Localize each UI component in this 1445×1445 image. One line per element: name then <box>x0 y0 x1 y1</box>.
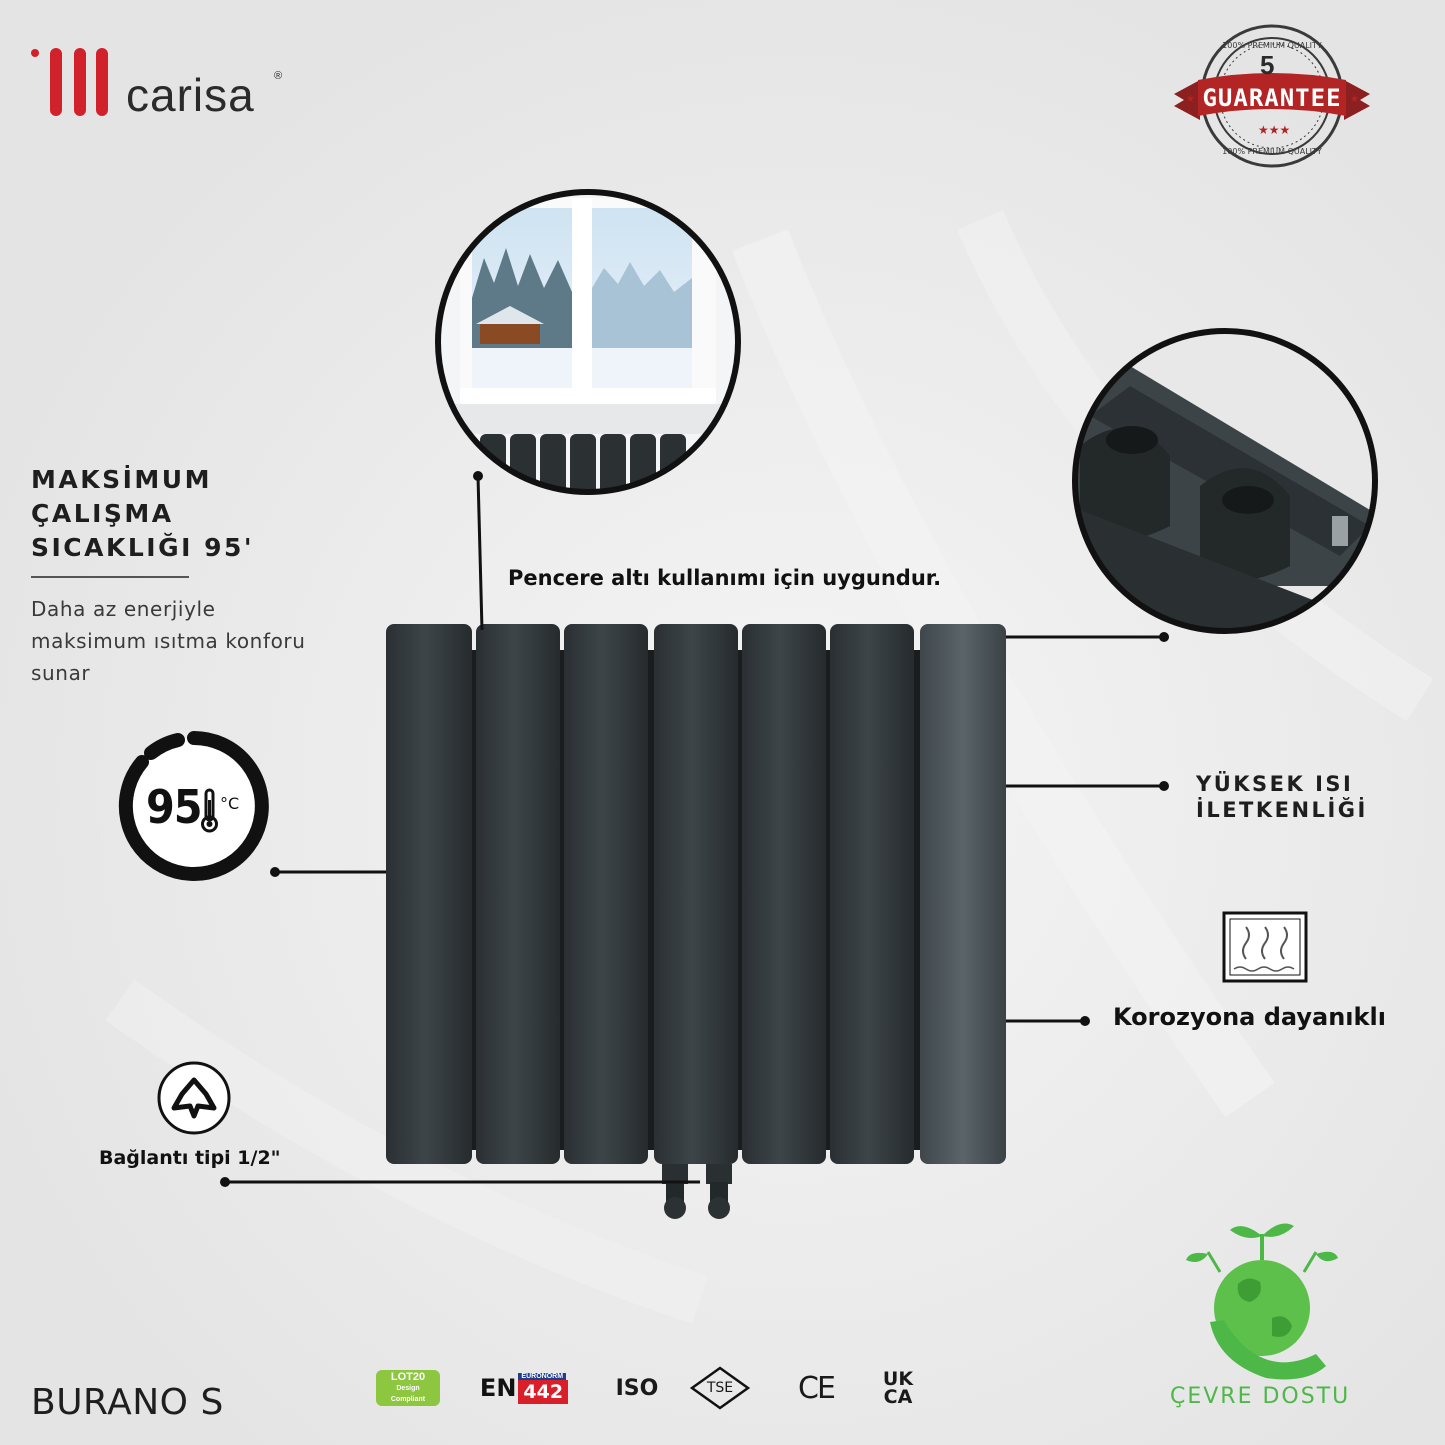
heat-wave-icon <box>1222 911 1308 983</box>
gauge-ring-icon <box>118 731 269 881</box>
ukca-line-1: UK <box>882 1368 914 1390</box>
badge-seal-icon: 100% PREMIUM QUALITY 100% PREMIUM QUALIT… <box>1174 24 1370 168</box>
logo-bars-icon <box>31 48 108 116</box>
window-scene-image <box>435 189 741 495</box>
conductivity-line-1: YÜKSEK ISI <box>1196 772 1354 796</box>
connection-type-icon <box>157 1061 231 1135</box>
registered-mark: ® <box>274 70 283 82</box>
brand-logo[interactable]: carisa ® <box>30 46 300 121</box>
lot20-badge: LOT20 Design Compliant <box>376 1370 440 1406</box>
heading-line-3: SICAKLIĞI 95' <box>31 533 255 562</box>
brand-name: carisa <box>126 69 255 121</box>
tse-diamond-icon <box>689 1366 751 1410</box>
lot20-title: LOT20 <box>390 1370 426 1383</box>
thermometer-icon <box>201 788 218 833</box>
gauge-value: 95 <box>146 780 203 834</box>
lot20-sub1: Design <box>396 1384 420 1392</box>
valve-icon <box>662 1164 732 1219</box>
connection-label: Bağlantı tipi 1/2" <box>99 1147 281 1169</box>
tse-badge: TSE <box>688 1364 752 1412</box>
badge-ring-bottom-text: 100% PREMIUM QUALITY <box>1222 147 1322 156</box>
heading-line-1: MAKSİMUM <box>31 465 212 494</box>
corrosion-label: Korozyona dayanıklı <box>1113 1003 1386 1031</box>
ukca-line-2: CA <box>883 1386 913 1408</box>
ce-badge: CE <box>798 1370 836 1406</box>
badge-word: GUARANTEE <box>1202 84 1342 112</box>
temperature-gauge: 95 °C <box>116 728 272 884</box>
svg-text:★: ★ <box>1350 94 1359 105</box>
svg-text:★★★: ★★★ <box>1258 123 1290 137</box>
ukca-badge: UK CA <box>874 1364 922 1412</box>
en-number: 442 <box>518 1379 569 1404</box>
radiator-detail-circle <box>1070 326 1380 636</box>
subtext-line-3: sunar <box>31 661 91 685</box>
subtext-line-1: Daha az enerjiyle <box>31 597 216 621</box>
radiator-detail-image <box>1072 328 1378 634</box>
conductivity-line-2: İLETKENLİĞİ <box>1196 798 1368 822</box>
gauge-unit: °C <box>220 794 240 813</box>
guarantee-badge: 100% PREMIUM QUALITY 100% PREMIUM QUALIT… <box>1172 22 1372 170</box>
badge-ring-top-text: 100% PREMIUM QUALITY <box>1222 41 1322 50</box>
en442-badge: EN EURONORM 442 <box>472 1364 576 1412</box>
subtext-line-2: maksimum ısıtma konforu <box>31 629 306 653</box>
conductivity-label: YÜKSEK ISI İLETKENLİĞİ <box>1196 771 1368 823</box>
eco-label: ÇEVRE DOSTU <box>1170 1384 1351 1409</box>
lot20-sub2: Compliant <box>390 1395 426 1403</box>
max-temp-heading: MAKSİMUM ÇALIŞMA SICAKLIĞI 95' <box>31 463 281 565</box>
heading-line-2: ÇALIŞMA <box>31 499 174 528</box>
window-caption: Pencere altı kullanımı için uygundur. <box>508 566 942 590</box>
badge-years: 5 <box>1260 50 1275 80</box>
heading-divider <box>31 576 189 578</box>
svg-text:★: ★ <box>1186 94 1195 105</box>
certification-row: LOT20 Design Compliant EN EURONORM 442 I… <box>376 1364 936 1412</box>
max-temp-description: Daha az enerjiyle maksimum ısıtma konfor… <box>31 593 351 689</box>
tse-text: TSE <box>706 1380 734 1396</box>
eco-friendly-icon <box>1186 1223 1338 1380</box>
radiator-product-image <box>386 624 1006 1219</box>
window-scene-circle <box>434 188 742 496</box>
iso-badge: ISO <box>615 1375 659 1401</box>
en-text: EN <box>479 1374 517 1402</box>
euronorm-text: EURONORM <box>518 1372 567 1380</box>
product-name: BURANO S <box>31 1382 224 1423</box>
